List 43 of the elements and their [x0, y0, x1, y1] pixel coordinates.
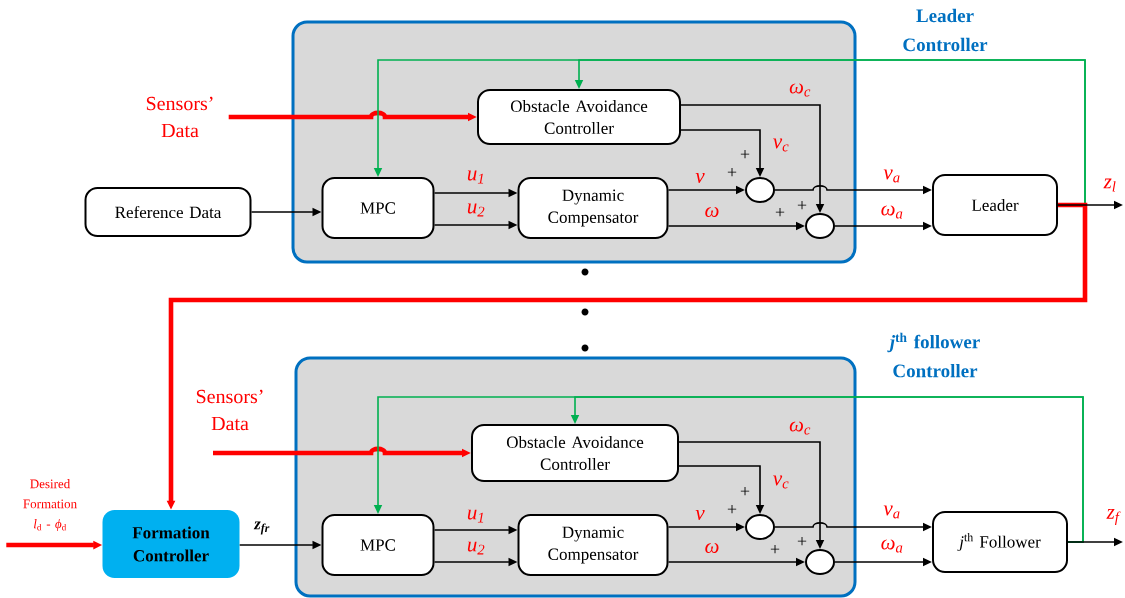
sign-label: +	[797, 200, 807, 210]
process-box: Obstacle Avoidance Controller	[477, 89, 681, 145]
signal-label: u$_{2}$	[467, 203, 485, 217]
signal-label: z$_{l}$	[1103, 178, 1116, 192]
process-box: MPC	[321, 177, 435, 239]
signal-label: u$_{1}$	[467, 509, 484, 523]
panel-heading: Leader Controller	[903, 8, 988, 52]
process-box: Reference Data	[84, 187, 252, 237]
signal-label: ω$_{a}$	[881, 205, 903, 219]
process-box: MPC	[321, 514, 435, 576]
process-box: j$^{th}$ Follower	[932, 511, 1068, 573]
signal-label: ω$_{c}$	[789, 421, 811, 435]
signal-label: v$_{a}$	[883, 169, 900, 183]
sign-label: +	[740, 149, 750, 159]
sign-label: +	[770, 544, 780, 554]
signal-label: ω	[705, 543, 719, 554]
sign-label: +	[727, 167, 737, 177]
panel-heading: j$^{th}$ follower Controller	[887, 332, 980, 378]
signal-label: ω	[705, 207, 719, 218]
process-box: Leader	[932, 174, 1058, 236]
sign-label: +	[740, 486, 750, 496]
controller-box: Formation Controller	[102, 510, 240, 578]
signal-label: v$_{c}$	[773, 138, 789, 152]
input-label: Sensors’ Data	[146, 96, 213, 138]
signal-label: u$_{2}$	[467, 541, 485, 555]
input-label: Desired Formation l$_{d}$ - ϕ$_{d}$	[23, 479, 77, 531]
sign-label: +	[727, 504, 737, 514]
signal-label: v$_{a}$	[883, 505, 900, 519]
sign-label: +	[775, 207, 785, 217]
signal-label: ω$_{a}$	[881, 539, 903, 553]
signal-label: v	[695, 510, 705, 520]
signal-label: ω$_{c}$	[789, 83, 811, 97]
sign-label: +	[797, 536, 807, 546]
signal-label: v	[695, 173, 705, 183]
input-label: Sensors’ Data	[196, 389, 263, 431]
summing-junction	[805, 549, 835, 575]
signal-label: z$_{f}$	[1106, 509, 1121, 525]
process-box: Obstacle Avoidance Controller	[471, 424, 679, 482]
signal-label: u$_{1}$	[467, 170, 484, 184]
process-box: Dynamic Compensator	[517, 514, 669, 576]
process-box: Dynamic Compensator	[517, 177, 669, 239]
signal-label: v$_{c}$	[773, 475, 789, 489]
signal-label: z$_{fr}$	[253, 521, 270, 535]
